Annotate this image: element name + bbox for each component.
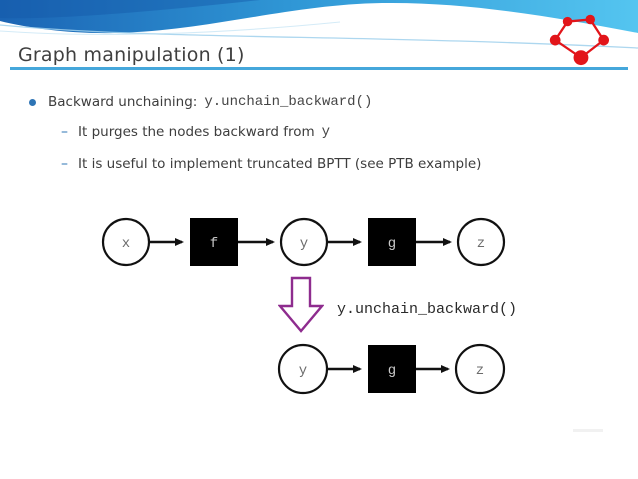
banner-blue-band: [0, 0, 638, 34]
sub-bullet-text: It is useful to implement truncated BPTT…: [78, 156, 482, 172]
sub-bullet-dash-icon: –: [61, 156, 68, 172]
node-g-label: g: [388, 236, 396, 252]
bullet-text: Backward unchaining:: [48, 94, 198, 110]
bullet-dot-icon: [29, 98, 36, 106]
node-z-circle: [454, 343, 506, 395]
bullet-code: y.unchain_backward(): [204, 94, 373, 110]
faint-page-mark: [573, 429, 603, 432]
node-g-square: [368, 218, 416, 266]
node-y-label: y: [300, 236, 308, 252]
node-y-circle: [279, 217, 329, 267]
banner-dark-overlay: [0, 0, 260, 19]
operation-code-label: y.unchain_backward(): [337, 301, 518, 318]
node-y-circle: [277, 343, 329, 395]
page-title: Graph manipulation (1): [18, 44, 245, 66]
sub-bullet-text: It purges the nodes backward from: [78, 124, 315, 140]
node-y-label: y: [299, 363, 307, 379]
node-f-square: [190, 218, 238, 266]
graph-before-row: x f y g z: [101, 217, 506, 267]
red-network-graph-logo: [549, 14, 610, 66]
banner-thin-curve-1: [0, 24, 638, 49]
sub-bullet-purges: – It purges the nodes backward from y: [61, 124, 330, 140]
node-z-label: z: [476, 363, 484, 379]
sub-bullet-bptt: – It is useful to implement truncated BP…: [61, 156, 481, 172]
sub-bullet-dash-icon: –: [61, 124, 68, 140]
node-g-square: [368, 345, 416, 393]
node-f-label: f: [210, 236, 218, 252]
graph-after-row: y g z: [277, 343, 506, 395]
node-z-label: z: [477, 236, 485, 252]
node-x-label: x: [122, 236, 130, 252]
sub-bullet-code: y: [321, 124, 331, 140]
bullet-backward-unchaining: Backward unchaining: y.unchain_backward(…: [29, 94, 372, 110]
node-g-label: g: [388, 363, 396, 379]
logo-nodes: [549, 14, 610, 66]
title-underline: [10, 67, 628, 70]
node-z-circle: [456, 217, 506, 267]
node-x-circle: [101, 217, 151, 267]
wave-banner-graphic: [0, 0, 638, 49]
unchain-down-arrow-icon: [278, 276, 324, 333]
banner-thin-curve-2: [0, 21, 341, 35]
